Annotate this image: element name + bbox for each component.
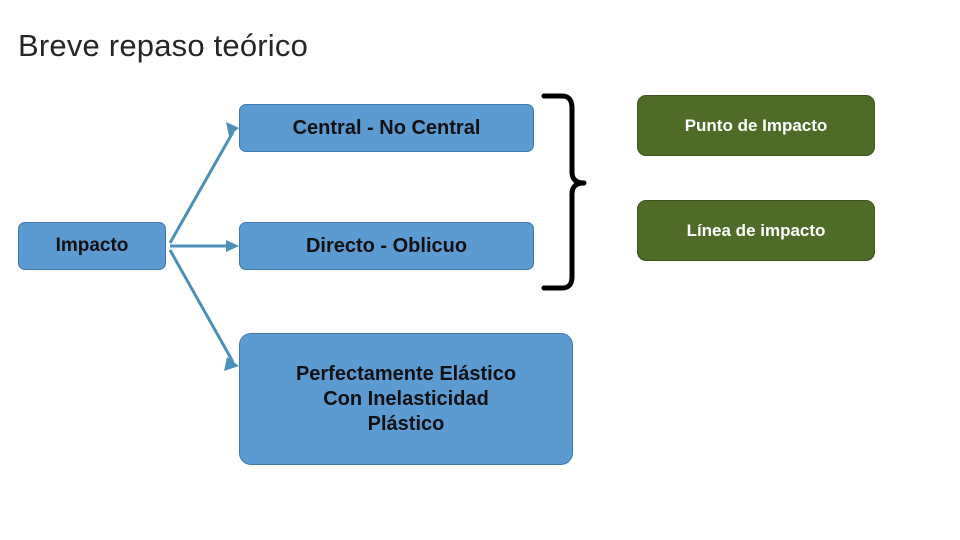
arrowhead-central [226, 122, 239, 136]
node-punto-de-impacto[interactable]: Punto de Impacto [637, 95, 875, 156]
arrowhead-directo [226, 240, 239, 252]
node-elasticidad-line-1: Perfectamente Elástico [295, 362, 517, 385]
arrowhead-elastico [224, 357, 239, 371]
node-elasticidad[interactable]: Perfectamente Elástico Con Inelasticidad… [239, 333, 573, 465]
node-elasticidad-line-3: Plástico [367, 412, 445, 435]
connector-impacto-to-elastico [168, 249, 235, 363]
node-central-no-central[interactable]: Central - No Central [239, 104, 534, 152]
node-linea-de-impacto[interactable]: Línea de impacto [637, 200, 875, 261]
page-title: Breve repaso teórico [18, 28, 309, 63]
node-impacto[interactable]: Impacto [18, 222, 166, 270]
node-directo-oblicuo[interactable]: Directo - Oblicuo [239, 222, 534, 270]
node-elasticidad-line-2: Con Inelasticidad [323, 387, 489, 410]
connector-impacto-to-central [168, 131, 235, 244]
